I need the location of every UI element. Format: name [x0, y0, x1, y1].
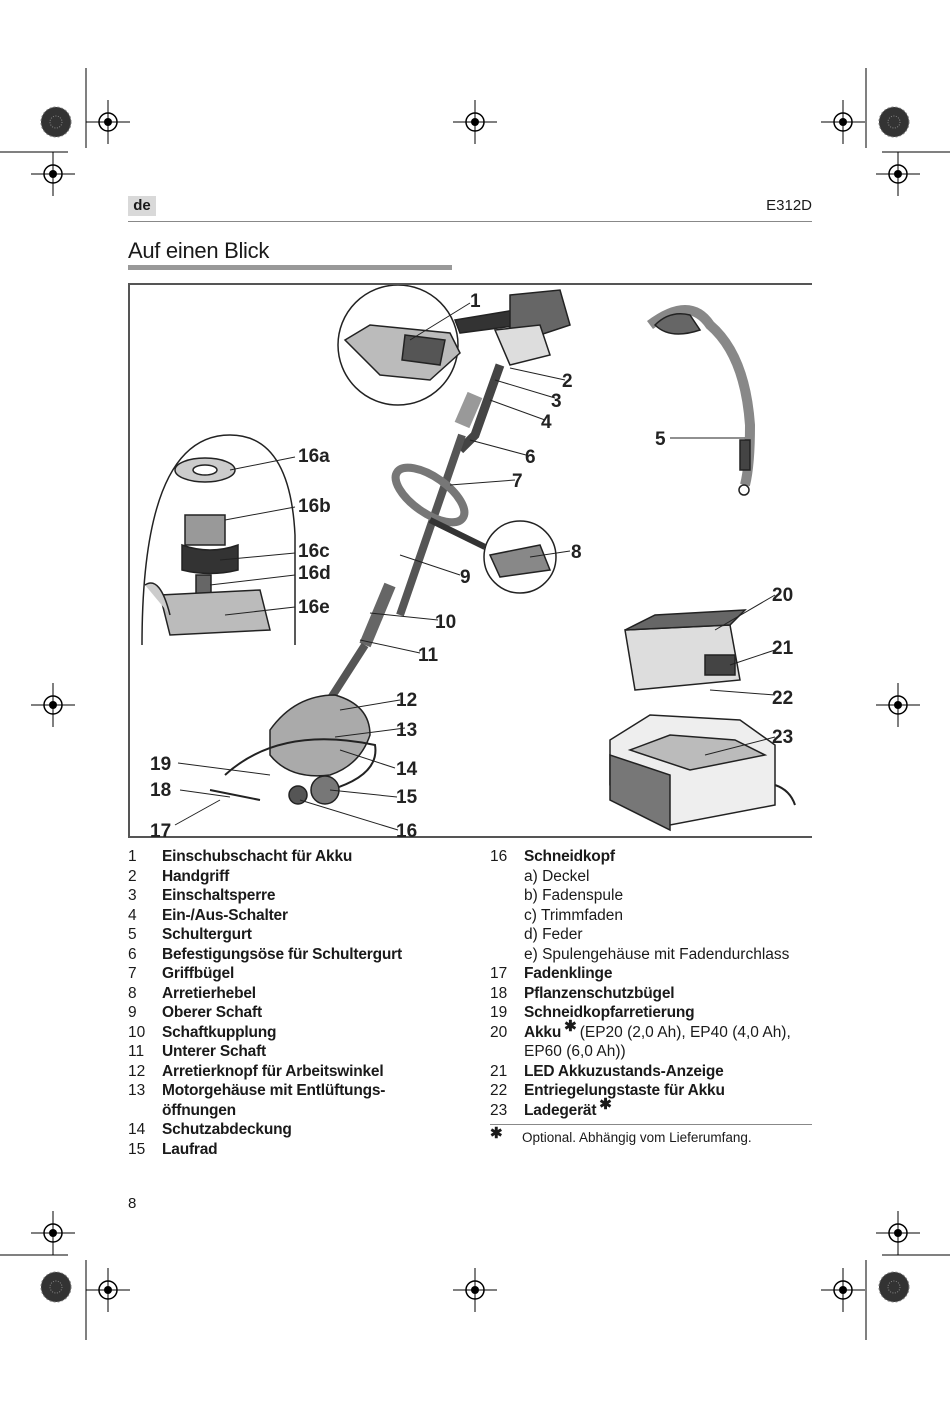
callout-6: 6	[525, 447, 536, 468]
page-number: 8	[128, 1195, 137, 1212]
callout-4: 4	[541, 412, 552, 433]
callout-9: 9	[460, 567, 471, 588]
callout-10: 10	[435, 612, 456, 633]
callout-23: 23	[772, 727, 793, 748]
crosshair-icon	[452, 1267, 498, 1313]
callout-2: 2	[562, 371, 573, 392]
callout-8: 8	[571, 542, 582, 563]
callout-16e: 16e	[298, 597, 330, 618]
crosshair-icon	[85, 99, 131, 145]
title-underline	[128, 265, 452, 270]
callout-5: 5	[655, 429, 666, 450]
crosshair-icon	[452, 99, 498, 145]
callout-16a: 16a	[298, 446, 330, 467]
callout-16: 16	[396, 821, 417, 840]
legend-subitem: a) Deckel	[524, 867, 590, 885]
callout-18: 18	[150, 780, 171, 801]
callout-15: 15	[396, 787, 418, 808]
callout-12: 12	[396, 690, 417, 711]
callout-20: 20	[772, 585, 793, 606]
crosshair-icon	[30, 151, 76, 197]
crosshair-icon	[875, 151, 921, 197]
header-divider	[128, 221, 812, 222]
callout-13: 13	[396, 720, 417, 741]
legend-subitem: c) Trimmfaden	[524, 906, 624, 924]
language-badge: de	[128, 196, 156, 216]
optional-star-icon: ✱	[599, 1095, 612, 1113]
trimmer-drawing: 1 2 3 4 5 6 7 8 9 10 11 12 13 14 15 16 1…	[141, 285, 796, 840]
crosshair-icon	[820, 99, 866, 145]
callout-16d: 16d	[298, 563, 331, 584]
rosette-icon	[878, 1271, 910, 1303]
callout-7: 7	[512, 471, 523, 492]
product-illustration: 1 2 3 4 5 6 7 8 9 10 11 12 13 14 15 16 1…	[128, 283, 812, 840]
crosshair-icon	[30, 682, 76, 728]
legend-subitem: b) Fadenspule	[524, 887, 624, 904]
callout-17: 17	[150, 821, 171, 840]
callout-1: 1	[470, 291, 481, 312]
crosshair-icon	[875, 1210, 921, 1256]
callout-16b: 16b	[298, 496, 331, 517]
optional-star-icon: ✱	[564, 1017, 577, 1035]
footnote-text: Optional. Abhängig vom Lieferumfang.	[522, 1130, 752, 1145]
callout-21: 21	[772, 638, 794, 659]
footnote-star-icon: ✱	[490, 1125, 503, 1142]
callout-16c: 16c	[298, 541, 330, 562]
callout-14: 14	[396, 759, 418, 780]
legend-item-continuation: EP60 (6,0 Ah))	[524, 1043, 626, 1060]
crosshair-icon	[875, 682, 921, 728]
legend-item-continuation: öffnungen	[162, 1101, 236, 1119]
footnote-divider	[490, 1124, 812, 1125]
legend-subitem: d) Feder	[524, 926, 583, 943]
callout-11: 11	[418, 645, 439, 666]
legend-subitem: e) Spulengehäuse mit Fadendurchlass	[524, 945, 790, 963]
crosshair-icon	[85, 1267, 131, 1313]
rosette-icon	[40, 106, 72, 138]
callout-22: 22	[772, 688, 793, 709]
model-number: E312D	[766, 197, 812, 214]
crosshair-icon	[30, 1210, 76, 1256]
callout-19: 19	[150, 754, 171, 775]
rosette-icon	[878, 106, 910, 138]
crosshair-icon	[820, 1267, 866, 1313]
callout-3: 3	[551, 391, 562, 412]
page-title: Auf einen Blick	[128, 238, 270, 263]
rosette-icon	[40, 1271, 72, 1303]
